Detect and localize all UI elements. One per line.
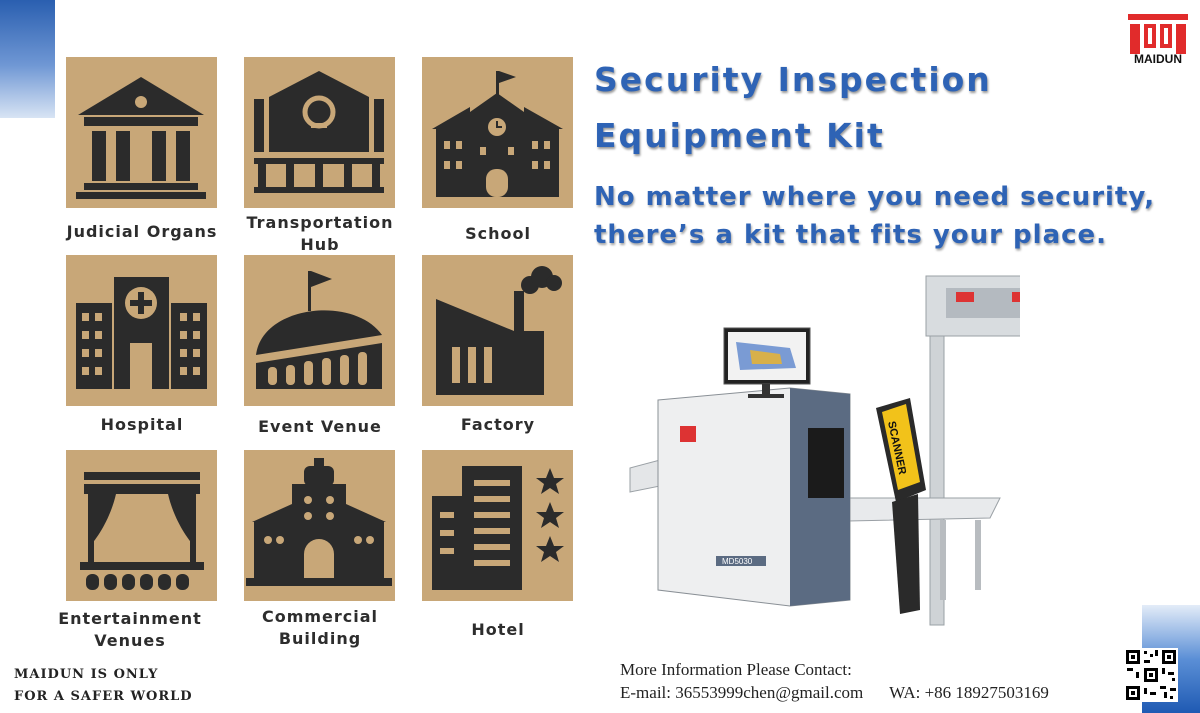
title-line-1: Security Inspection	[594, 60, 992, 99]
qr-code[interactable]	[1124, 648, 1178, 702]
commercial-building-icon	[246, 458, 392, 586]
whatsapp-text: WA: +86 18927503169	[889, 683, 1049, 702]
tile-label-line2: Hub	[300, 235, 340, 254]
train-station-icon	[254, 71, 384, 193]
tile-label-commercial-building: Commercial Building	[230, 606, 410, 650]
tile-transportation-hub	[244, 57, 395, 208]
tile-label-line2: Building	[278, 629, 362, 648]
page-title: Security Inspection Equipment Kit	[594, 52, 1114, 164]
tagline-line-1: No matter where you need security,	[594, 182, 1156, 212]
tile-hospital	[66, 255, 217, 406]
model-label: MD5030	[722, 557, 753, 566]
tile-label-factory: Factory	[460, 415, 536, 434]
slogan-line-2: FOR A SAFER WORLD	[14, 689, 193, 704]
tile-label-line2: Venues	[94, 631, 166, 650]
courthouse-icon	[76, 77, 206, 199]
tile-factory	[422, 255, 573, 406]
tile-event-venue	[244, 255, 395, 406]
tile-label-judicial-organs: Judicial Organs	[66, 222, 218, 241]
slogan-line-1: MAIDUN IS ONLY	[14, 667, 159, 682]
email-text: E-mail: 36553999chen@gmail.com	[620, 683, 864, 702]
tile-label-hospital: Hospital	[100, 415, 184, 434]
tile-label-entertainment-venues: Entertainment Venues	[40, 608, 220, 652]
hotel-icon	[432, 466, 564, 590]
contact-row: E-mail: 36553999chen@gmail.com WA: +86 1…	[620, 681, 1120, 704]
corner-accent-top-left	[0, 0, 55, 118]
tile-school	[422, 57, 573, 208]
tile-label-hotel: Hotel	[471, 620, 525, 639]
tile-judicial-organs	[66, 57, 217, 208]
tagline-line-2: there’s a kit that fits your place.	[594, 220, 1108, 250]
security-equipment-illustration: MD5030 SCANNER	[629, 275, 1020, 626]
hospital-icon	[76, 277, 207, 389]
monitor	[723, 327, 811, 398]
xray-scanner: MD5030	[657, 387, 851, 607]
tile-label-line1: Entertainment	[58, 609, 202, 628]
tile-hotel	[422, 450, 573, 601]
tagline: No matter where you need security, there…	[594, 178, 1194, 254]
tile-label-line1: Transportation	[246, 213, 394, 232]
contact-heading: More Information Please Contact:	[620, 660, 852, 679]
tile-commercial-building	[244, 450, 395, 601]
tile-label-school: School	[465, 224, 531, 243]
contact-info: More Information Please Contact: E-mail:…	[620, 658, 1120, 704]
theater-stage-icon	[80, 472, 204, 590]
slogan: MAIDUN IS ONLY FOR A SAFER WORLD	[14, 664, 214, 708]
factory-icon	[436, 266, 562, 395]
tile-label-line1: Commercial	[261, 607, 379, 626]
tile-label-event-venue: Event Venue	[258, 417, 382, 436]
brand-name: MAIDUN	[1134, 52, 1182, 66]
tile-entertainment-venues	[66, 450, 217, 601]
school-icon	[432, 71, 563, 197]
maidun-logo	[1128, 14, 1188, 54]
tile-label-transportation-hub: Transportation Hub	[230, 212, 410, 256]
stadium-icon	[256, 271, 382, 389]
title-line-2: Equipment Kit	[594, 116, 885, 155]
handheld-scanner: SCANNER	[876, 398, 926, 614]
